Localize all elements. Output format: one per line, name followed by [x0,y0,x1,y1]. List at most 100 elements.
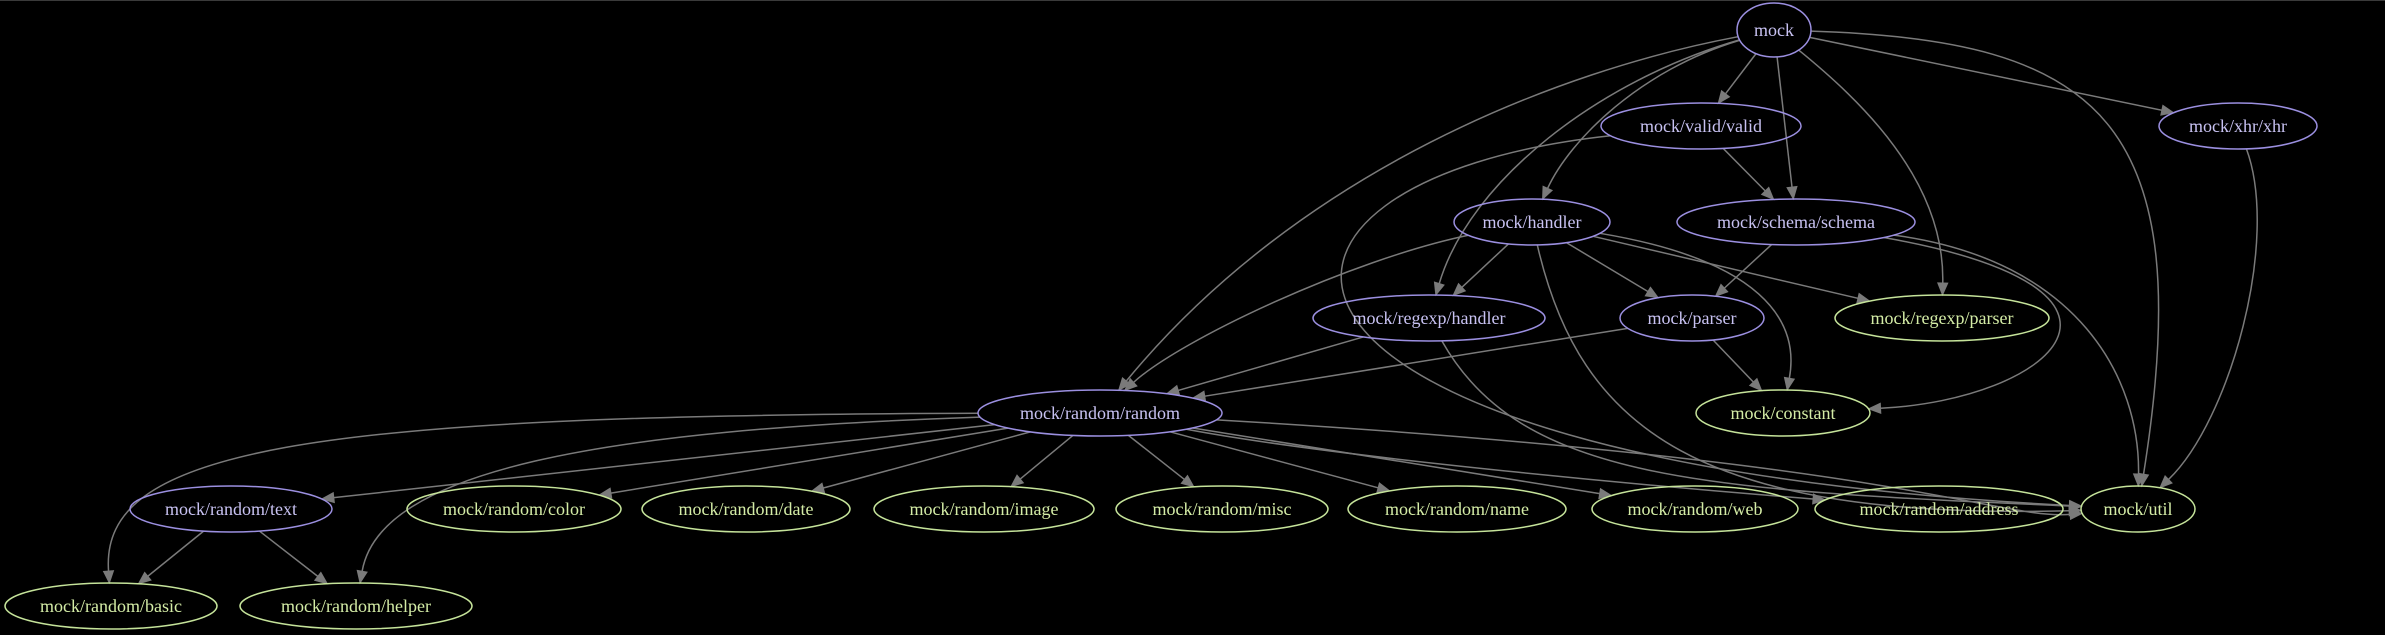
node-label: mock/random/date [679,499,814,519]
node-valid[interactable]: mock/valid/valid [1600,102,1802,150]
arrowhead-text-to-basic [137,571,152,585]
edges-layer [102,30,2258,585]
node-schema[interactable]: mock/schema/schema [1676,198,1916,246]
arrowhead-handler-to-regexp_handler [1452,282,1467,297]
arrowhead-mock-to-xhr [2160,104,2175,116]
node-label: mock/constant [1731,403,1836,423]
arrowhead-mock-to-valid [1717,89,1731,105]
node-ellipse [129,485,333,533]
node-label: mock/xhr/xhr [2189,116,2287,136]
arrowhead-random-to-helper [356,569,368,585]
node-ellipse [406,485,622,533]
edge-random-to-helper [361,416,980,572]
edge-mock-to-util [1810,30,2160,475]
node-ellipse [1600,102,1802,150]
node-util[interactable]: mock/util [2080,485,2196,533]
node-random[interactable]: mock/random/random [977,389,1223,437]
node-label: mock/random/helper [281,596,431,616]
node-label: mock/valid/valid [1640,116,1762,136]
arrowhead-schema-to-util [2132,473,2145,488]
edge-mock-to-regexp_handler [1438,39,1740,284]
edge-text-to-helper [258,530,319,577]
edge-random-to-text [333,423,995,499]
arrowhead-xhr-to-util [2159,474,2173,489]
arrowhead-valid-to-schema [1760,186,1775,201]
edge-parser-to-random [1204,327,1628,397]
node-basic[interactable]: mock/random/basic [4,582,218,630]
node-misc[interactable]: mock/random/misc [1115,485,1329,533]
node-mock[interactable]: mock [1736,2,1812,58]
node-ellipse [977,389,1223,437]
arrowhead-random-to-text [320,491,335,504]
node-ellipse [239,582,473,630]
node-label: mock/random/color [443,499,585,519]
node-ellipse [2158,102,2318,150]
edge-mock-to-valid [1724,53,1757,95]
node-ellipse [1312,294,1546,342]
node-label: mock [1754,20,1794,40]
node-label: mock/util [2104,499,2173,519]
node-ellipse [2080,485,2196,533]
edge-handler-to-constant [1599,232,1792,379]
node-constant[interactable]: mock/constant [1695,389,1871,437]
node-label: mock/random/name [1385,499,1529,519]
node-name[interactable]: mock/random/name [1347,485,1567,533]
node-label: mock/parser [1648,308,1737,328]
arrowhead-handler-to-constant [1783,376,1796,392]
node-parser[interactable]: mock/parser [1619,294,1765,342]
node-ellipse [1695,389,1871,437]
node-ellipse [1676,198,1916,246]
node-label: mock/random/web [1628,499,1763,519]
edge-handler-to-regexp_parser [1592,235,1859,300]
arrowhead-parser-to-constant [1748,377,1763,392]
edge-handler-to-regexp_handler [1461,243,1509,288]
arrowhead-schema-to-constant [1867,402,1882,414]
edge-valid-to-schema [1722,147,1766,192]
node-helper[interactable]: mock/random/helper [239,582,473,630]
arrowhead-schema-to-parser [1714,283,1729,298]
edge-random-to-color [610,427,1009,494]
arrowhead-random-to-util [2069,508,2084,521]
node-ellipse [1736,2,1812,58]
node-label: mock/random/misc [1153,499,1292,519]
edge-random-to-date [823,431,1031,489]
edge-mock-to-xhr [1809,36,2163,111]
node-web[interactable]: mock/random/web [1591,485,1799,533]
node-label: mock/regexp/parser [1871,308,2014,328]
node-ellipse [1347,485,1567,533]
edge-valid-to-util [1340,135,2070,507]
edge-mock-to-handler [1546,39,1740,189]
top-border [0,0,2385,1]
arrowhead-mock-to-regexp_parser [1937,282,1949,297]
node-ellipse [1619,294,1765,342]
node-text[interactable]: mock/random/text [129,485,333,533]
node-color[interactable]: mock/random/color [406,485,622,533]
edge-parser-to-constant [1712,339,1754,383]
edge-random-to-web [1192,427,1600,495]
arrowhead-random-to-basic [102,570,115,585]
node-label: mock/random/basic [40,596,182,616]
node-handler[interactable]: mock/handler [1453,198,1611,246]
node-image[interactable]: mock/random/image [873,485,1095,533]
arrowhead-mock-to-random [1117,376,1132,392]
node-ellipse [1834,294,2050,342]
arrowhead-mock-to-handler [1542,185,1554,201]
nodes-layer: mock mock/valid/valid mock/xhr/xhr mock/han… [4,2,2318,630]
node-label: mock/schema/schema [1717,212,1875,232]
arrowhead-random-to-misc [1180,474,1195,488]
node-regexp-handler[interactable]: mock/regexp/handler [1312,294,1546,342]
node-address[interactable]: mock/random/address [1814,485,2064,533]
arrowhead-handler-to-random [1123,377,1138,392]
edge-schema-to-util [1893,234,2140,475]
edge-xhr-to-util [2168,148,2258,480]
node-regexp-parser[interactable]: mock/regexp/parser [1834,294,2050,342]
node-ellipse [4,582,218,630]
arrowhead-random-to-image [1009,474,1025,488]
edge-mock-to-regexp_parser [1798,49,1944,284]
arrowhead-text-to-helper [313,571,329,585]
edge-handler-to-random [1133,234,1469,383]
edge-schema-to-constant [1880,236,2061,410]
edge-mock-to-schema [1776,56,1793,188]
node-xhr[interactable]: mock/xhr/xhr [2158,102,2318,150]
node-date[interactable]: mock/random/date [641,485,851,533]
